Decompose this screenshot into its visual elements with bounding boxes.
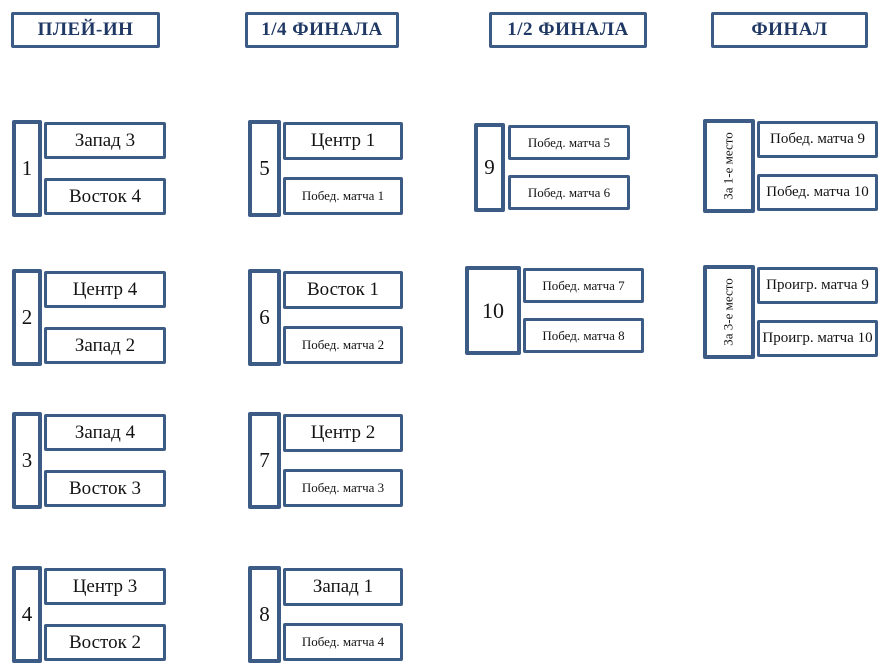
team-slot-bottom: Запад 2	[44, 327, 166, 364]
match-number: 8	[248, 566, 281, 663]
team-slot-bottom: Восток 3	[44, 470, 166, 507]
match-block-6: 6 Восток 1 Побед. матча 2	[248, 269, 403, 366]
match-number: 3	[12, 412, 42, 509]
match-number: 5	[248, 120, 281, 217]
match-block-9: 9 Побед. матча 5 Побед. матча 6	[474, 123, 630, 212]
column-header-quarterfinals: 1/4 ФИНАЛА	[245, 12, 399, 48]
match-number: 4	[12, 566, 42, 663]
team-slot-top: Проигр. матча 9	[757, 267, 878, 304]
match-number: 7	[248, 412, 281, 509]
match-label-box: За 3-е место	[703, 265, 755, 359]
match-label-box: За 1-е место	[703, 119, 755, 213]
team-slot-top: Запад 3	[44, 122, 166, 159]
column-header-semifinals: 1/2 ФИНАЛА	[489, 12, 647, 48]
team-slot-bottom: Проигр. матча 10	[757, 320, 878, 357]
team-slot-bottom: Побед. матча 3	[283, 469, 403, 507]
team-slot-bottom: Побед. матча 4	[283, 623, 403, 661]
match-block-10: 10 Побед. матча 7 Побед. матча 8	[465, 266, 644, 355]
match-number: 2	[12, 269, 42, 366]
team-slot-bottom: Побед. матча 8	[523, 318, 644, 353]
team-slot-top: Центр 2	[283, 414, 403, 452]
final-block-3rd-place: За 3-е место Проигр. матча 9 Проигр. мат…	[703, 265, 878, 359]
match-block-5: 5 Центр 1 Побед. матча 1	[248, 120, 403, 217]
team-slot-bottom: Побед. матча 10	[757, 174, 878, 211]
team-slot-top: Запад 1	[283, 568, 403, 606]
match-number: 6	[248, 269, 281, 366]
team-slot-bottom: Восток 4	[44, 178, 166, 215]
match-block-4: 4 Центр 3 Восток 2	[12, 566, 166, 663]
team-slot-top: Центр 4	[44, 271, 166, 308]
match-number: 1	[12, 120, 42, 217]
team-slot-top: Центр 1	[283, 122, 403, 160]
match-block-1: 1 Запад 3 Восток 4	[12, 120, 166, 217]
match-block-2: 2 Центр 4 Запад 2	[12, 269, 166, 366]
column-header-play-in: ПЛЕЙ-ИН	[11, 12, 160, 48]
team-slot-top: Побед. матча 5	[508, 125, 630, 160]
match-label: За 1-е место	[721, 132, 737, 200]
team-slot-top: Побед. матча 7	[523, 268, 644, 303]
team-slot-top: Центр 3	[44, 568, 166, 605]
match-block-8: 8 Запад 1 Побед. матча 4	[248, 566, 403, 663]
team-slot-top: Запад 4	[44, 414, 166, 451]
team-slot-bottom: Побед. матча 2	[283, 326, 403, 364]
match-label: За 3-е место	[721, 278, 737, 346]
final-block-1st-place: За 1-е место Побед. матча 9 Побед. матча…	[703, 119, 878, 213]
column-header-final: ФИНАЛ	[711, 12, 868, 48]
team-slot-bottom: Побед. матча 1	[283, 177, 403, 215]
team-slot-bottom: Побед. матча 6	[508, 175, 630, 210]
team-slot-top: Побед. матча 9	[757, 121, 878, 158]
team-slot-top: Восток 1	[283, 271, 403, 309]
match-number: 10	[465, 266, 521, 355]
team-slot-bottom: Восток 2	[44, 624, 166, 661]
match-block-3: 3 Запад 4 Восток 3	[12, 412, 166, 509]
match-block-7: 7 Центр 2 Побед. матча 3	[248, 412, 403, 509]
match-number: 9	[474, 123, 505, 212]
